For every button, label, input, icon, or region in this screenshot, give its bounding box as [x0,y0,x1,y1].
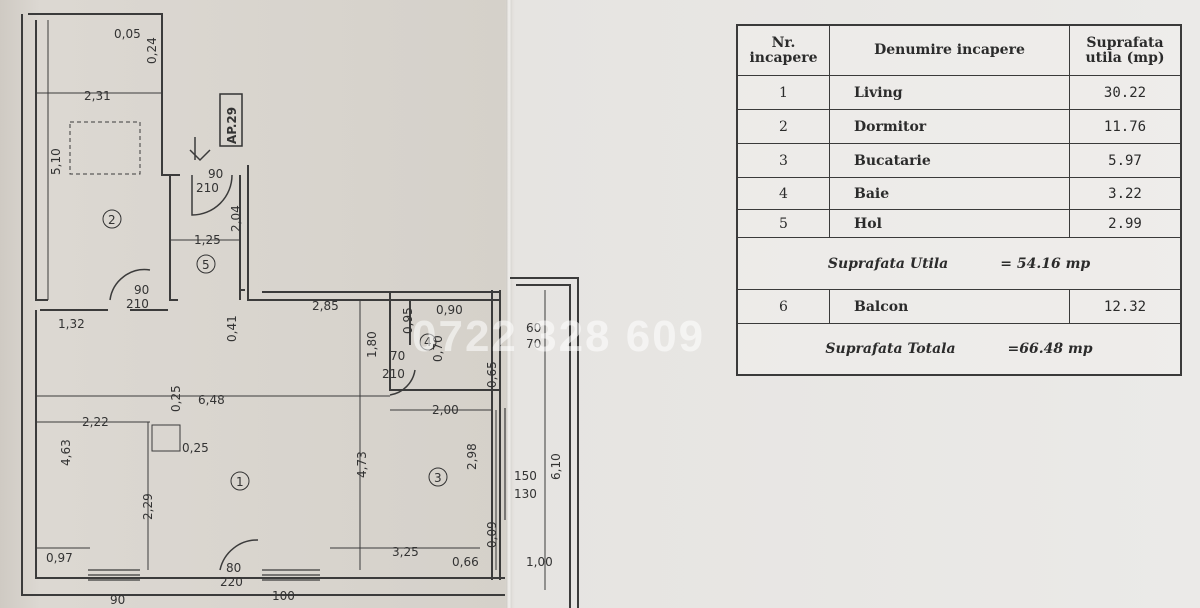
row-nr: 3 [738,144,830,177]
dim-text: 1,00 [526,555,553,569]
dim-text: 3,25 [392,545,419,559]
row-area: 3.22 [1108,185,1142,202]
suprafata-totala-value: =66.48 mp [1007,341,1093,357]
dim-text: 210 [126,297,149,311]
dim-text: 5,10 [49,148,63,175]
row-name: Balcon [830,290,1070,323]
dim-text: 4,73 [355,451,369,478]
row-nr: 6 [738,290,830,323]
watermark-phone: 0722 328 609 [412,312,706,361]
dim-text: 90 [134,283,149,297]
row-area: 2.99 [1108,215,1142,232]
dim-text: 0,65 [485,361,499,388]
suprafata-totala-label: Suprafata Totala [825,341,956,357]
row-name: Bucatarie [830,144,1070,177]
room-number-3: 3 [434,471,442,485]
header-area-line2: utila (mp) [1085,49,1165,66]
dim-text: 0,95 [401,307,415,334]
dim-text: 0,09 [485,521,499,548]
dim-text: 90 [208,167,223,181]
room-number-1: 1 [236,475,244,489]
row-area: 30.22 [1103,84,1147,101]
dim-text: 2,85 [312,299,339,313]
dim-text: 210 [196,181,219,195]
row-nr: 5 [738,210,830,237]
dim-text: 0,05 [114,27,141,41]
dim-text: 60 [526,321,541,335]
dim-text: 220 [220,575,243,589]
room-number-2: 2 [108,213,116,227]
row-area: 11.76 [1103,118,1147,135]
table-row-balcon: 6 Balcon 12.32 [738,290,1180,324]
row-nr: 1 [738,76,830,109]
room-table: Nr. incapere Denumire incapere Suprafata… [736,24,1182,376]
summary-utila-row: Suprafata Utila = 54.16 mp [738,238,1180,290]
dim-text: 0,24 [145,37,159,64]
row-name: Hol [830,210,1070,237]
suprafata-utila-label: Suprafata Utila [827,255,949,272]
dim-text: 80 [226,561,241,575]
summary-totala-row: Suprafata Totala =66.48 mp [738,324,1180,374]
floor-plan: AP.29 1 2 3 4 5 0,05 0,24 2,31 5,10 90 2… [21,13,579,608]
table-row: 5 Hol 2.99 [738,210,1180,238]
header-nr-line1: Nr. [771,34,796,51]
dim-text: 2,31 [84,89,111,103]
dim-text: 2,98 [465,443,479,470]
row-name: Baie [830,178,1070,209]
row-area: 5.97 [1108,152,1142,169]
room-number-4: 4 [424,335,432,349]
column [151,424,181,452]
dim-text: 1,32 [58,317,85,331]
row-nr: 4 [738,178,830,209]
dim-text: 90 [110,593,125,607]
header-nr-line2: incapere [749,49,818,66]
row-area: 12.32 [1103,298,1147,315]
dim-text: 0,25 [182,441,209,455]
dim-text: 2,22 [82,415,109,429]
dim-text: 0,97 [46,551,73,565]
dim-text: 1,80 [365,331,379,358]
table-row: 3 Bucatarie 5.97 [738,144,1180,178]
dim-text: 1,25 [194,233,221,247]
paper-fold [506,0,512,608]
apartment-label: AP.29 [225,107,239,144]
dim-text: 210 [382,367,405,381]
dim-text: 6,10 [549,453,563,480]
dim-text: 130 [514,487,537,501]
bed-outline [69,121,141,175]
dim-text: 0,66 [452,555,479,569]
dim-text: 150 [514,469,537,483]
dim-text: 6,48 [198,393,225,407]
room-number-5: 5 [202,258,210,272]
header-area-line1: Suprafata [1086,34,1164,51]
dim-text: 4,63 [59,439,73,466]
table-header: Nr. incapere Denumire incapere Suprafata… [738,26,1180,76]
dim-text: 100 [272,589,295,603]
dim-text: 70 [390,349,405,363]
dim-text: 2,00 [432,403,459,417]
table-row: 2 Dormitor 11.76 [738,110,1180,144]
dim-text: 2,29 [141,493,155,520]
dim-text: 0,70 [431,335,445,362]
dim-text: 0,90 [436,303,463,317]
header-name: Denumire incapere [830,26,1070,75]
apartment-tag [219,93,243,147]
table-row: 4 Baie 3.22 [738,178,1180,210]
dim-text: 2,04 [229,205,243,232]
row-name: Dormitor [830,110,1070,143]
suprafata-utila-value: = 54.16 mp [1000,255,1091,272]
table-row: 1 Living 30.22 [738,76,1180,110]
row-name: Living [830,76,1070,109]
wall-left-outer [21,14,505,596]
dim-text: 0,41 [225,315,239,342]
dim-text: 0,25 [169,385,183,412]
row-nr: 2 [738,110,830,143]
dim-text: 70 [526,337,541,351]
